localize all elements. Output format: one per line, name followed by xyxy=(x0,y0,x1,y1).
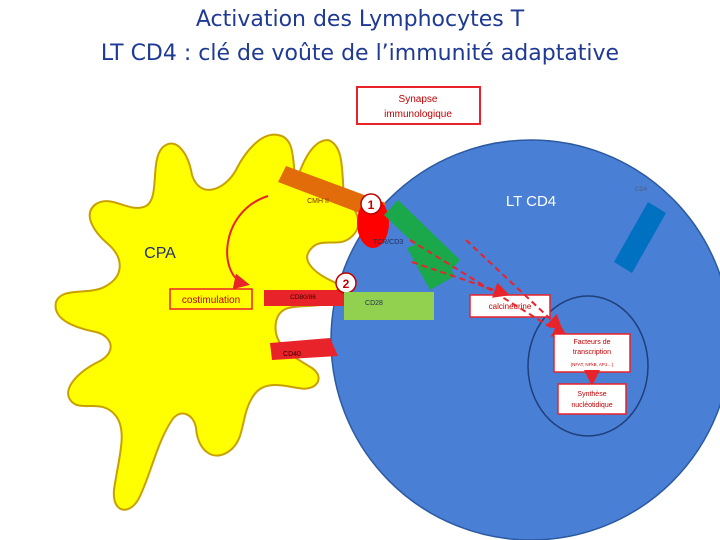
cpa-label: CPA xyxy=(144,245,176,262)
calcineurine-box xyxy=(469,294,551,318)
costimulation-label: costimulation xyxy=(182,295,240,306)
facteurs-label-1: Facteurs de xyxy=(574,339,611,346)
title-line-1: Activation des Lymphocytes T xyxy=(195,7,525,32)
title-line-2: LT CD4 : clé de voûte de l’immunité adap… xyxy=(100,41,620,66)
nucleus xyxy=(527,295,649,437)
synthese-label-2: nucléotidique xyxy=(571,402,612,409)
facteurs-label-3: (NFAT, NFkB, AP1…) xyxy=(571,362,614,367)
cd80-86-molecule xyxy=(264,290,344,306)
cpa-signal-arrow xyxy=(226,195,269,290)
lt-cd4-label: LT CD4 xyxy=(506,193,556,210)
tcr-cd3-label: TCR/CD3 xyxy=(373,239,403,246)
synthese-box xyxy=(557,383,627,415)
signal-arrow-1 xyxy=(409,239,569,339)
cmh2-molecule xyxy=(278,166,386,220)
tcr-cd3-molecule-2 xyxy=(407,238,455,290)
step-2-label: 2 xyxy=(343,277,350,291)
cd80-86-label: CD80/86 xyxy=(290,294,316,301)
cd40-molecule xyxy=(270,338,338,360)
cd28-molecule xyxy=(344,292,434,320)
synthese-label-1: Synthèse xyxy=(577,391,606,398)
cd28-label: CD28 xyxy=(365,300,383,307)
costimulation-box xyxy=(169,288,253,310)
apc-cell xyxy=(54,133,360,511)
synapse-label-2: immunologique xyxy=(384,109,452,120)
signal-arrow-3 xyxy=(465,239,563,331)
synapse-label-1: Synapse xyxy=(399,94,438,105)
synapse-box xyxy=(356,86,481,125)
signal-arrow-2 xyxy=(411,261,510,298)
cmh2-label: CMH II xyxy=(307,198,329,205)
step-1-label: 1 xyxy=(368,198,375,212)
calcineurine-label: calcineurine xyxy=(489,302,532,311)
step-1-circle xyxy=(360,193,382,215)
cd4-label: CD4 xyxy=(635,187,648,193)
cd40-label: CD40 xyxy=(283,351,301,358)
cd4-molecule xyxy=(614,202,666,273)
facteurs-label-2: transcription xyxy=(573,349,611,356)
